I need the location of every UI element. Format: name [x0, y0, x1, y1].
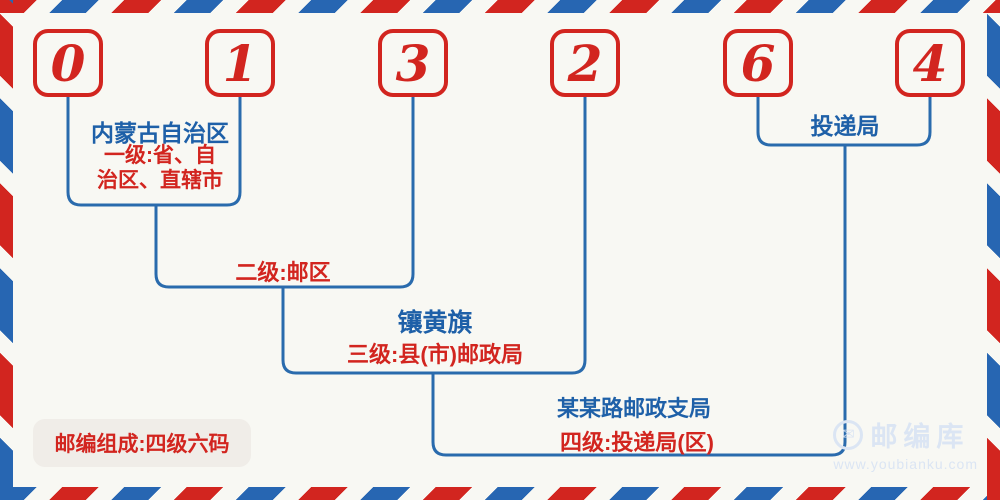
delivery-office-label: 投递局	[810, 113, 880, 139]
level1-region-name: 内蒙古自治区	[91, 120, 229, 146]
level3-region-name: 镶黄旗	[397, 309, 473, 337]
airmail-border-bottom	[0, 487, 1000, 500]
digit-3: 3	[395, 33, 431, 93]
digit-5: 6	[740, 33, 776, 93]
digit-box-4: 2	[550, 29, 620, 97]
composition-box: 邮编组成:四级六码	[33, 419, 251, 467]
digit-1: 0	[50, 33, 86, 93]
level1-description-line2: 治区、直辖市	[97, 169, 223, 192]
watermark: ✉ 邮编库 www.youbianku.com	[833, 415, 978, 472]
level1-description-line1: 一级:省、自	[104, 144, 216, 167]
digit-box-2: 1	[205, 29, 275, 97]
level3-description: 三级:县(市)邮政局	[347, 342, 523, 367]
bracket-delivery	[756, 95, 932, 147]
digit-2: 1	[222, 33, 258, 93]
envelope-circle-icon: ✉	[833, 419, 864, 450]
envelope-glyph: ✉	[842, 426, 855, 443]
airmail-border-top	[0, 0, 1000, 13]
digit-box-3: 3	[378, 29, 448, 97]
watermark-url: www.youbianku.com	[833, 456, 978, 472]
digit-box-5: 6	[723, 29, 793, 97]
digit-6: 4	[912, 33, 948, 93]
level4-region-name: 某某路邮政支局	[556, 396, 712, 421]
digit-box-6: 4	[895, 29, 965, 97]
bracket-level1	[66, 95, 242, 207]
watermark-brand: 邮编库	[870, 422, 970, 452]
airmail-border-left	[0, 0, 13, 500]
level4-description: 四级:投递局(区)	[560, 430, 714, 455]
airmail-border-right	[987, 0, 1000, 500]
level1-description: 一级:省、自 治区、直辖市	[97, 143, 223, 193]
composition-label: 邮编组成:四级六码	[54, 433, 230, 456]
digit-4: 2	[567, 33, 603, 93]
digit-box-1: 0	[33, 29, 103, 97]
level2-description: 二级:邮区	[235, 260, 331, 285]
